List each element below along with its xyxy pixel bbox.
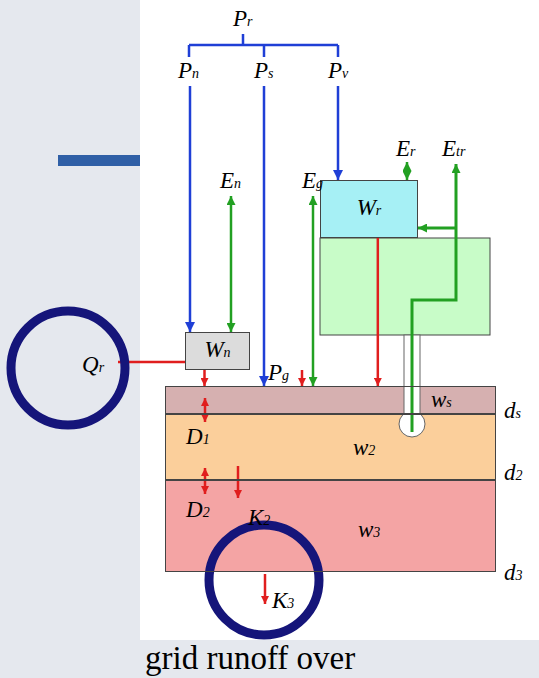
diffusion-arrow [204, 468, 207, 494]
drainage-arrow [264, 574, 267, 604]
precip-arrow [337, 86, 340, 180]
highlight-circle [11, 311, 125, 425]
canopy-storage-box: Wr [320, 180, 418, 238]
flux-symbol: d2 [504, 460, 523, 489]
bottom-soil-layer: w3 [165, 480, 496, 572]
flux-symbol: En [220, 168, 241, 197]
storage-symbol: w3 [358, 517, 380, 546]
precip-arrow [263, 86, 266, 386]
flux-symbol: d3 [504, 560, 523, 589]
middle-soil-layer: w2 [165, 414, 496, 480]
flux-symbol: Qr [82, 352, 104, 381]
storage-symbol: w2 [353, 435, 375, 464]
precip-bracket [189, 34, 338, 57]
evaporation-arrow [406, 162, 409, 180]
flux-symbol: D1 [186, 424, 210, 453]
flux-symbol: Etr [442, 136, 465, 165]
snow-storage-box: Wn [185, 332, 250, 370]
storage-symbol: ws [431, 387, 452, 416]
highlight-circle [209, 525, 319, 635]
surface-soil-layer: ws [165, 386, 496, 414]
flux-arrow [203, 370, 206, 386]
flux-symbol: K2 [248, 505, 270, 534]
storage-symbol: Wr [357, 195, 382, 224]
flux-symbol: Pr [233, 6, 253, 35]
flux-symbol: Ps [254, 58, 274, 87]
flux-arrow [377, 238, 380, 386]
precip-arrow [189, 86, 192, 332]
flux-symbol: K3 [272, 588, 294, 617]
flux-symbol: D2 [186, 497, 210, 526]
evaporation-arrow [312, 196, 315, 386]
slide-text: grid runoff over [145, 640, 355, 676]
title-bar [58, 155, 148, 166]
flux-symbol: Er [396, 136, 416, 165]
storage-symbol: Wn [204, 337, 230, 366]
diffusion-arrow [204, 398, 207, 422]
drainage-arrow [237, 466, 240, 498]
flux-symbol: Pn [178, 58, 199, 87]
vegetation-canopy [320, 238, 490, 335]
transpiration-line [412, 164, 456, 432]
flux-symbol: Pv [328, 58, 348, 87]
figure-panel [140, 0, 539, 640]
evaporation-arrow [230, 196, 233, 332]
flux-symbol: Pg [268, 360, 289, 389]
infiltration-arrow [301, 370, 304, 386]
transpiration-arrow [418, 227, 456, 230]
flux-symbol: ds [504, 398, 521, 427]
middle-layer-fill [165, 414, 496, 480]
flux-symbol: Eg [302, 168, 323, 197]
